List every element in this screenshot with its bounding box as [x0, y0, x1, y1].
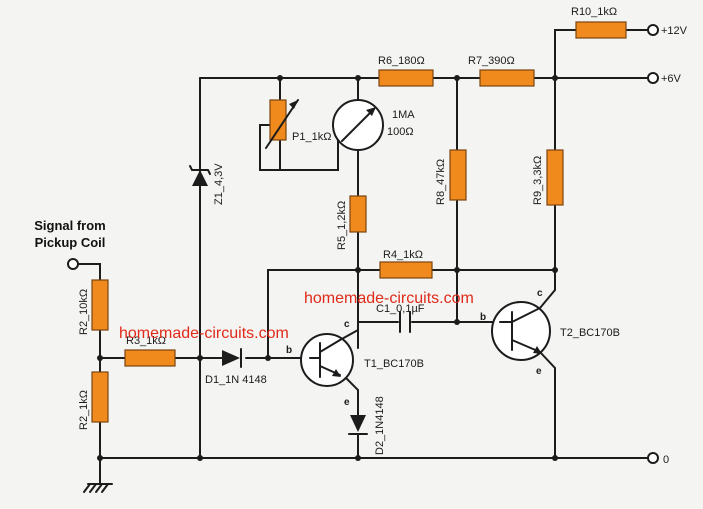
pin-t2-e: e [536, 366, 542, 377]
label-c1: C1_0,1µF [376, 303, 425, 315]
labels: Signal from Pickup Coil +12V +6V 0 R10_1… [34, 6, 687, 466]
pin-t1-b: b [286, 345, 292, 356]
potentiometer-p1 [269, 99, 287, 141]
label-plus12: +12V [661, 25, 688, 37]
junction [355, 267, 361, 273]
zener-diode-icon [189, 165, 211, 186]
resistor-r2-top [91, 279, 109, 331]
terminal-input [67, 258, 79, 270]
label-zener: Z1_4,3V [213, 163, 225, 205]
diode-d2-icon [348, 415, 368, 435]
label-r4: R4_1kΩ [383, 249, 423, 261]
label-r2-top: R2_10kΩ [78, 289, 90, 335]
junction [355, 455, 361, 461]
label-r5: R5_1,2kΩ [336, 201, 348, 250]
transistor-t1-icon [300, 329, 359, 387]
junction [97, 355, 103, 361]
junction [552, 267, 558, 273]
junction [552, 455, 558, 461]
capacitor-c1-icon [399, 311, 411, 333]
junction [197, 355, 203, 361]
label-r3: R3_1kΩ [126, 335, 166, 347]
resistor-r7 [479, 69, 535, 87]
terminals [67, 24, 659, 464]
junctions [97, 75, 558, 461]
signal-title-line1: Signal from [34, 218, 106, 233]
label-d1: D1_1N 4148 [205, 374, 267, 386]
pot-wiper-icon [265, 99, 299, 149]
label-zero: 0 [663, 454, 669, 466]
resistor-r3 [124, 349, 176, 367]
junction [355, 75, 361, 81]
resistor-r2-bottom [91, 371, 109, 423]
resistor-r8 [449, 149, 467, 201]
terminal-zero [647, 452, 659, 464]
junction [97, 455, 103, 461]
resistor-r10 [575, 21, 627, 39]
wires [77, 29, 649, 493]
label-plus6: +6V [661, 73, 682, 85]
label-r9: R9_3,3kΩ [532, 156, 544, 205]
resistor-r4 [379, 261, 433, 279]
label-d2: D2_1N4148 [374, 396, 386, 455]
pin-t2-b: b [480, 312, 486, 323]
junction [277, 75, 283, 81]
resistor-r5 [349, 195, 367, 233]
transistor-t2-icon [491, 289, 556, 361]
label-t2: T2_BC170B [560, 327, 620, 339]
resistor-bodies [91, 21, 627, 423]
junction [552, 75, 558, 81]
watermark-top: homemade-circuits.com [304, 290, 474, 307]
label-r2-bottom: R2_1kΩ [78, 390, 90, 430]
pin-t2-c: c [537, 288, 543, 299]
junction [454, 267, 460, 273]
junction [265, 355, 271, 361]
ammeter-icon [332, 99, 384, 151]
junction [197, 455, 203, 461]
junction [454, 75, 460, 81]
terminal-plus6 [647, 72, 659, 84]
pin-t1-e: e [344, 397, 350, 408]
resistor-r9 [546, 149, 564, 206]
diode-d1-icon [222, 348, 242, 368]
label-p1: P1_1kΩ [292, 131, 331, 143]
label-r10: R10_1kΩ [571, 6, 617, 18]
resistor-r6 [378, 69, 434, 87]
label-r6: R6_180Ω [378, 55, 425, 67]
meter-line2: 100Ω [387, 126, 414, 138]
meter-line1: 1MA [392, 109, 415, 121]
signal-title-line2: Pickup Coil [35, 235, 106, 250]
pin-t1-c: c [344, 319, 350, 330]
terminal-plus12 [647, 24, 659, 36]
label-t1: T1_BC170B [364, 358, 424, 370]
junction [454, 319, 460, 325]
watermark-left: homemade-circuits.com [119, 325, 289, 342]
label-r8: R8_47kΩ [435, 159, 447, 205]
label-r7: R7_390Ω [468, 55, 515, 67]
